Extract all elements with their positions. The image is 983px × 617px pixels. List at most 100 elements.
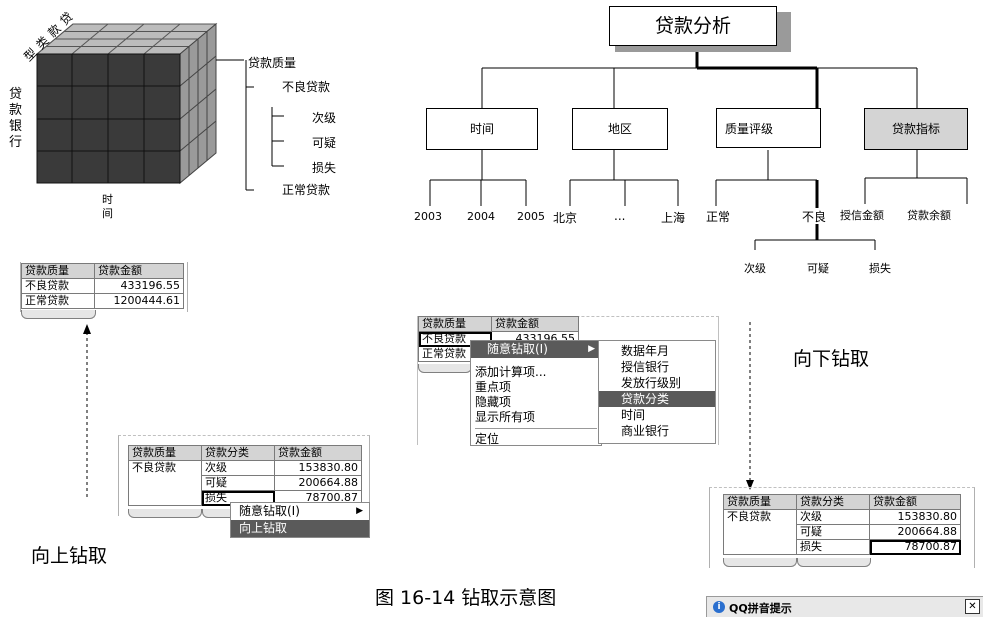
quality-tree-lines: [245, 60, 284, 191]
detail-header-amount: 贷款金额: [869, 494, 961, 510]
detail-table-right: 贷款质量 贷款分类 贷款金额 不良贷款 次级 153830.80 可疑 2006…: [723, 494, 961, 555]
hierarchy-bad-child-3: 损失: [869, 262, 891, 275]
detail-table-right-frame: [709, 487, 975, 568]
table-row: 损失 78700.87: [724, 539, 961, 555]
submenu-arrow-icon: ▶: [588, 344, 595, 354]
hierarchy-year-2004: 2004: [467, 210, 495, 223]
detail-table-right-tab-2: [797, 558, 871, 567]
hierarchy-year-2003: 2003: [414, 210, 442, 223]
hierarchy-node-time: 时间: [426, 108, 538, 150]
figure-caption: 图 16-14 钻取示意图: [375, 587, 557, 609]
detail-header-quality: 贷款质量: [128, 445, 202, 461]
detail-cell: 200664.88: [274, 475, 362, 491]
hierarchy-node-region: 地区: [572, 108, 668, 150]
submenu-item[interactable]: 时间: [621, 408, 646, 422]
qq-pinyin-tip: i QQ拼音提示 ✕: [706, 596, 983, 617]
mid-header-quality: 贷款质量: [418, 316, 492, 332]
table-row: 不良贷款 433196.55: [21, 278, 184, 294]
hierarchy-node-quality: 质量评级: [716, 108, 821, 148]
summary-cell[interactable]: 不良贷款: [21, 278, 95, 294]
cube-axis-top-label: 贷 款 类 型: [21, 9, 76, 65]
menu-item-free-drill[interactable]: 随意钻取(I) ▶: [239, 504, 363, 518]
hierarchy-region-ellipsis: ...: [614, 209, 626, 223]
summary-table-tab: [21, 310, 96, 319]
detail-cell[interactable]: 次级: [201, 460, 275, 476]
submenu-item[interactable]: 数据年月: [621, 344, 670, 358]
mid-header-amount: 贷款金额: [491, 316, 579, 332]
table-row: 不良贷款 次级 153830.80: [723, 509, 961, 555]
submenu-item[interactable]: 发放行级别: [621, 376, 682, 390]
summary-table-frame: [20, 262, 188, 312]
context-menu-main: 随意钻取(I) ▶ 添加计算项... 重点项 隐藏项 显示所有项 定位: [470, 340, 602, 446]
detail-table-left-tab: [128, 509, 202, 518]
submenu-item[interactable]: 授信银行: [621, 360, 670, 374]
quality-tree-bad-child-1: 次级: [312, 111, 337, 125]
cube-axis-bottom-label: 时 间: [102, 193, 113, 220]
quality-tree-normal: 正常贷款: [282, 183, 331, 197]
detail-cell: 153830.80: [869, 509, 961, 525]
detail-header-quality: 贷款质量: [723, 494, 797, 510]
close-icon[interactable]: ✕: [965, 599, 980, 614]
submenu-item-selected[interactable]: 贷款分类: [599, 391, 715, 407]
detail-cell[interactable]: 损失: [796, 539, 870, 555]
hierarchy-node-indicator: 贷款指标: [864, 108, 968, 150]
quality-tree-root: 贷款质量: [248, 56, 297, 70]
detail-cell[interactable]: 可疑: [796, 524, 870, 540]
cube-axis-left-label: 贷 款 银 行: [9, 87, 23, 150]
hierarchy-region-shanghai: 上海: [661, 211, 686, 225]
hierarchy-indicator-credit: 授信金额: [840, 209, 884, 222]
info-icon: i: [713, 601, 725, 613]
hierarchy-year-2005: 2005: [517, 210, 545, 223]
summary-cell[interactable]: 正常贷款: [21, 293, 95, 309]
hierarchy-quality-normal: 正常: [706, 210, 731, 224]
roll-up-arrow: [83, 324, 91, 497]
detail-cell: 153830.80: [274, 460, 362, 476]
roll-up-label: 向上钻取: [31, 545, 108, 567]
menu-item-hide[interactable]: 隐藏项: [475, 395, 512, 409]
detail-header-amount: 贷款金额: [274, 445, 362, 461]
table-row: 可疑 200664.88: [129, 475, 362, 491]
menu-separator: [471, 358, 601, 365]
detail-cell-group: 不良贷款: [723, 509, 797, 555]
table-row: 正常贷款 1200444.61: [21, 293, 184, 309]
menu-separator: [475, 428, 597, 429]
quality-tree-bad: 不良贷款: [282, 80, 331, 94]
summary-table: 贷款质量 贷款金额 不良贷款 433196.55 正常贷款 1200444.61: [21, 263, 184, 309]
menu-item-roll-up[interactable]: 向上钻取: [231, 520, 369, 537]
detail-table-right-tab: [723, 558, 797, 567]
table-row: 不良贷款 次级 153830.80: [128, 460, 362, 506]
submenu-arrow-icon: ▶: [356, 506, 363, 516]
summary-header-quality: 贷款质量: [21, 263, 95, 279]
summary-header-amount: 贷款金额: [94, 263, 184, 279]
hierarchy-root-box: 贷款分析: [609, 6, 777, 46]
detail-header-class: 贷款分类: [201, 445, 275, 461]
detail-table-left: 贷款质量 贷款分类 贷款金额 不良贷款 次级 153830.80 可疑 2006…: [128, 445, 362, 506]
menu-item-show-all[interactable]: 显示所有项: [475, 410, 536, 424]
drill-down-label: 向下钻取: [793, 348, 870, 370]
detail-header-class: 贷款分类: [796, 494, 870, 510]
detail-cell: 200664.88: [869, 524, 961, 540]
qq-tip-title: QQ拼音提示: [729, 602, 792, 615]
detail-cell[interactable]: 可疑: [201, 475, 275, 491]
menu-item-free-drill[interactable]: 随意钻取(I) ▶: [471, 341, 601, 358]
menu-item-key[interactable]: 重点项: [475, 380, 512, 394]
drill-down-arrow: [746, 322, 754, 490]
hierarchy-lines: [429, 47, 968, 250]
hierarchy-bad-child-2: 可疑: [807, 262, 829, 275]
detail-cell[interactable]: 次级: [796, 509, 870, 525]
mid-table-tab: [418, 364, 472, 373]
roll-up-menu: 随意钻取(I) ▶ 向上钻取: [230, 502, 370, 538]
menu-item-locate[interactable]: 定位: [475, 432, 500, 446]
hierarchy-bad-child-1: 次级: [744, 262, 766, 275]
summary-cell: 1200444.61: [94, 293, 184, 309]
hierarchy-quality-bad: 不良: [802, 210, 827, 224]
quality-tree-bad-child-2: 可疑: [312, 136, 337, 150]
hierarchy-root-label: 贷款分析: [654, 15, 731, 37]
menu-item-add-calc[interactable]: 添加计算项...: [475, 365, 547, 379]
hierarchy-indicator-balance: 贷款余额: [907, 209, 951, 222]
olap-cube: [35, 22, 244, 185]
quality-tree-bad-child-3: 损失: [312, 161, 337, 175]
hierarchy-region-beijing: 北京: [553, 211, 578, 225]
submenu-item[interactable]: 商业银行: [621, 424, 670, 438]
detail-table-left-frame: [118, 435, 370, 516]
